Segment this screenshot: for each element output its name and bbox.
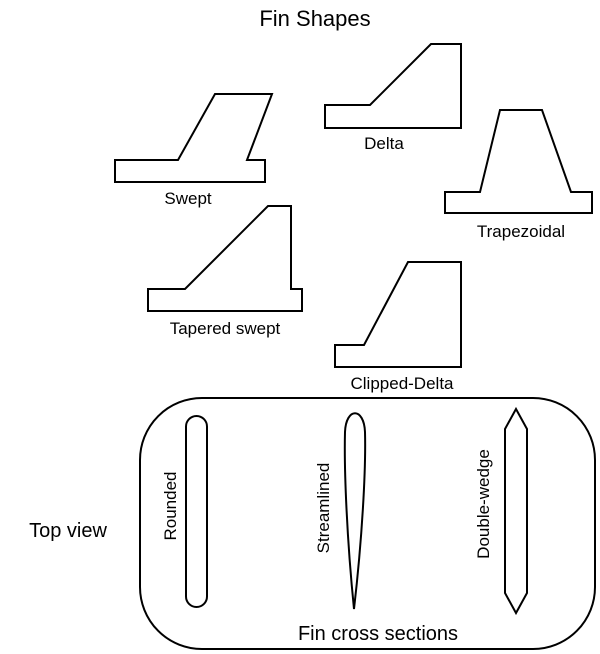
cross-section-rounded-shape	[185, 415, 208, 608]
cross-sections-frame	[139, 397, 596, 650]
cross-sections-panel: Rounded Streamlined Double-wedge Fin cro…	[139, 397, 596, 650]
cross-sections-caption: Fin cross sections	[298, 623, 458, 645]
fin-clipped-delta: Clipped-Delta	[334, 261, 462, 393]
fin-tapered-swept: Tapered swept	[147, 205, 303, 338]
fin-clipped-delta-shape	[334, 261, 462, 368]
fin-tapered-swept-shape	[147, 205, 303, 312]
fin-clipped-delta-label: Clipped-Delta	[351, 374, 455, 393]
cross-section-streamlined-label: Streamlined	[314, 463, 333, 554]
fin-trapezoidal-shape	[444, 109, 593, 214]
fin-trapezoidal: Trapezoidal	[444, 109, 593, 241]
fin-swept: Swept	[114, 93, 274, 208]
fin-swept-label: Swept	[164, 189, 212, 208]
fin-delta: Delta	[324, 43, 462, 153]
top-view-label: Top view	[29, 520, 107, 542]
diagram-title: Fin Shapes	[259, 6, 370, 31]
fin-swept-shape	[114, 93, 274, 183]
cross-section-streamlined-shape	[343, 412, 367, 610]
cross-section-rounded-label: Rounded	[161, 471, 180, 540]
fin-delta-shape	[324, 43, 462, 129]
cross-section-double-wedge-shape	[504, 406, 528, 616]
fin-trapezoidal-label: Trapezoidal	[477, 222, 565, 241]
cross-section-double-wedge-label: Double-wedge	[474, 449, 493, 559]
fin-tapered-swept-label: Tapered swept	[170, 319, 281, 338]
fin-delta-label: Delta	[364, 134, 404, 153]
